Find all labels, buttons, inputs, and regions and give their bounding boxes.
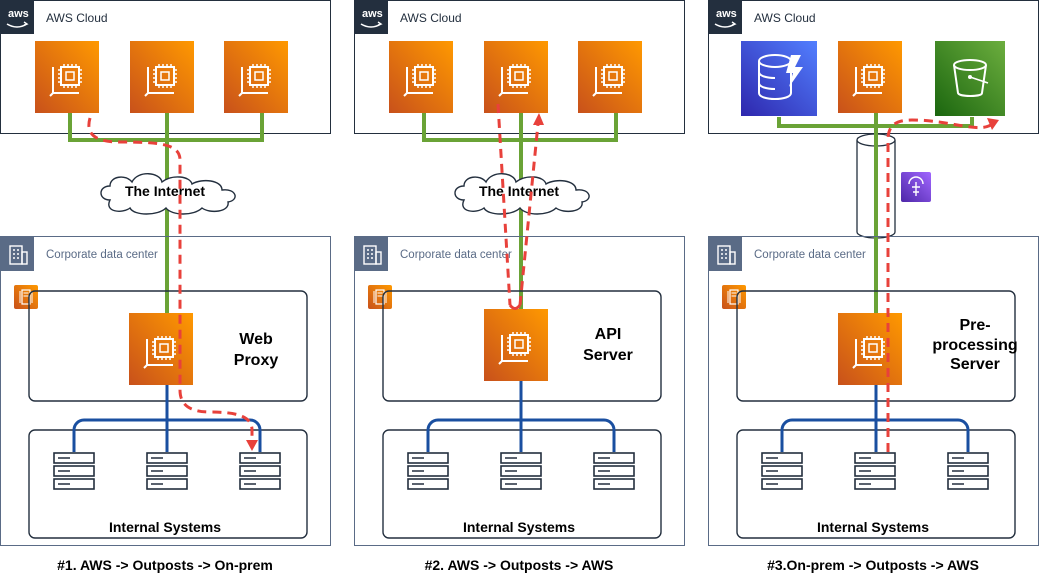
panel-caption: #3.On-prem -> Outposts -> AWS [767,557,979,573]
server-label-line-2: Server [583,347,633,364]
server-rack-icon [593,452,635,490]
aws-logo-text: aws [8,8,29,20]
server-rack-icon [761,452,803,490]
internal-network-lines [780,385,970,452]
outposts-icon [721,284,747,310]
server-label-line-2: processing [932,337,1017,354]
server-rack-icon [854,452,896,490]
traffic-flow-turn [508,304,522,310]
outposts-icon [367,284,393,310]
aws-network-lines [68,113,264,313]
panel-caption: #1. AWS -> Outposts -> On-prem [57,557,273,573]
panel-2: aws AWS Cloud The Internet Corporate dat… [353,0,685,573]
arrow-head [533,113,544,125]
aws-network-lines [777,113,974,313]
server-rack-icon [407,452,449,490]
traffic-flow-arrow [87,117,254,442]
ec2-instance-icon [484,41,548,113]
arrow-head [987,118,999,130]
panel-caption: #2. AWS -> Outposts -> AWS [425,557,614,573]
corporate-building-icon [0,236,35,272]
aws-cloud-label: AWS Cloud [400,11,462,25]
corporate-building-icon [353,236,389,272]
ec2-instance-icon [35,41,99,113]
internet-label: The Internet [479,183,559,199]
ec2-instance-icon [130,41,194,113]
outposts-icon [13,284,39,310]
corporate-dc-box [354,236,685,546]
api-server-ec2-icon [484,309,548,381]
server-label-line-2: Proxy [234,352,279,369]
server-rack-icon [146,452,188,490]
traffic-flow-arrow [886,118,993,452]
server-rack-icon [53,452,95,490]
server-label-line-1: Web [239,331,273,348]
ec2-instance-icon [224,41,288,113]
s3-bucket-icon [935,41,1005,116]
preprocessing-server-ec2-icon [838,313,902,385]
server-rack-icon [947,452,989,490]
server-label-line-1: Pre- [959,317,990,334]
internal-systems-label: Internal Systems [817,519,929,535]
dynamodb-icon [741,41,817,116]
internet-label: The Internet [125,183,205,199]
internal-network-lines [72,385,262,452]
server-rack-icon [500,452,542,490]
ec2-instance-icon [838,41,902,113]
panel-3: aws AWS Cloud [707,0,1039,573]
corporate-dc-box [0,236,331,546]
corporate-building-icon [707,236,743,272]
server-label-line-3: Server [950,356,1000,373]
internal-systems-label: Internal Systems [463,519,575,535]
dc-label: Corporate data center [400,249,512,261]
aws-cloud-label: AWS Cloud [754,11,816,25]
internal-systems-label: Internal Systems [109,519,221,535]
aws-logo-text: aws [716,8,737,20]
corporate-dc-box [708,236,1039,546]
arrow-head [246,440,258,451]
panel-1: aws AWS Cloud The Internet Corporate dat… [0,0,331,573]
aws-cloud-label: AWS Cloud [46,11,108,25]
dc-label: Corporate data center [754,249,866,261]
dc-label: Corporate data center [46,249,158,261]
ec2-instance-icon [389,41,453,113]
ec2-instance-icon [578,41,642,113]
aws-network-lines [422,113,618,313]
server-label-line-1: API [595,326,622,343]
local-gateway-icon [901,172,931,202]
web-proxy-ec2-icon [129,313,193,385]
traffic-flow-arrow [496,103,540,306]
aws-logo-text: aws [362,8,383,20]
internal-network-lines [426,381,616,452]
server-rack-icon [239,452,281,490]
